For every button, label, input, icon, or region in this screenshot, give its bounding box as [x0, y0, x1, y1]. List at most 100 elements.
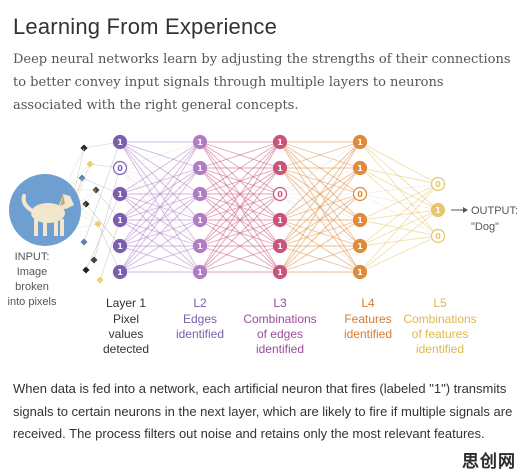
connection-line [119, 141, 201, 221]
neuron-node [112, 160, 128, 176]
connection-line [199, 245, 281, 273]
layer-description: of features [412, 327, 469, 341]
neuron-node [192, 264, 208, 280]
watermark: 思创网 [462, 452, 516, 472]
neuron-state: 1 [197, 164, 203, 173]
pixel-square [82, 266, 90, 274]
connection-line [279, 141, 361, 247]
layer-description: identified [344, 327, 392, 341]
neuron-node [112, 238, 128, 254]
neuron-node [112, 134, 128, 150]
connection-line [279, 245, 361, 273]
layer-description: Features [344, 312, 391, 326]
neuron-state: 1 [435, 206, 441, 215]
neuron-node [192, 134, 208, 150]
neuron-state: 1 [357, 242, 363, 251]
layer-description: Combinations [403, 312, 476, 326]
layer-labels: Layer 1PixelvaluesdetectedL2Edgesidentif… [103, 296, 477, 356]
connection-line [279, 141, 361, 169]
connection-line [359, 167, 439, 211]
caption-paragraph: When data is fed into a network, each ar… [13, 381, 513, 441]
neuron-state: 1 [117, 242, 123, 251]
neuron-state: 1 [197, 216, 203, 225]
neuron-state: 1 [277, 216, 283, 225]
neuron-node [272, 238, 288, 254]
dog-leg [60, 219, 64, 236]
pixel-line [85, 193, 121, 271]
neuron-node [352, 134, 368, 150]
neuron-state: 1 [117, 268, 123, 277]
layer-description: Edges [183, 312, 217, 326]
connection-line [359, 141, 439, 185]
neuron-state: 1 [277, 164, 283, 173]
dog-leg [54, 219, 58, 236]
connection-line [359, 167, 439, 185]
connection-line [279, 141, 361, 221]
layer-description: Combinations [243, 312, 316, 326]
pixel-inputs [63, 141, 121, 284]
layer-name: Layer 1 [106, 296, 146, 310]
connection-line [279, 141, 361, 195]
connection-line [119, 141, 201, 195]
neuron-node [192, 160, 208, 176]
neuron-state: 1 [277, 138, 283, 147]
connection-line [199, 141, 281, 221]
neuron-state: 1 [357, 164, 363, 173]
neuron-state: 1 [117, 138, 123, 147]
input-label-line: into pixels [8, 296, 57, 308]
neuron-state: 1 [357, 216, 363, 225]
neuron-node [192, 186, 208, 202]
dog-tail [21, 194, 33, 212]
layer-name: L3 [273, 296, 287, 310]
dog-ear [60, 194, 65, 206]
connection-lines [119, 141, 439, 273]
output-label: OUTPUT: [471, 205, 518, 217]
layer-description: of edges [257, 327, 303, 341]
neuron-node [352, 212, 368, 228]
pixel-square [96, 276, 104, 284]
neuron-state: 1 [197, 268, 203, 277]
neuron-state: 0 [117, 164, 123, 173]
neuron-state: 0 [277, 190, 283, 199]
layer-description: Pixel [113, 312, 139, 326]
connection-line [279, 219, 361, 273]
connection-line [359, 183, 439, 247]
input-label-line: Image [17, 266, 48, 278]
neuron-node [272, 212, 288, 228]
neuron-node [192, 212, 208, 228]
neuron-node [272, 160, 288, 176]
input-label-line: broken [15, 281, 49, 293]
neuron-node [272, 264, 288, 280]
neuron-state: 0 [435, 180, 441, 189]
connection-line [199, 141, 281, 169]
connection-line [199, 141, 281, 273]
neuron-state: 1 [197, 242, 203, 251]
neuron-node [272, 134, 288, 150]
pixel-square [90, 256, 98, 264]
layer-description: identified [416, 342, 464, 356]
dog-body [31, 203, 65, 223]
layer-description: values [109, 327, 144, 341]
connection-line [119, 245, 201, 273]
connection-line [199, 193, 281, 273]
connection-line [359, 183, 439, 221]
intro-paragraph: Deep neural networks learn by adjusting … [13, 52, 511, 113]
neuron-state: 1 [277, 268, 283, 277]
connection-line [199, 167, 281, 273]
neuron-node [352, 186, 368, 202]
connection-line [119, 141, 201, 169]
output-arrow [451, 207, 468, 213]
diagram-labels: OUTPUT: "Dog" INPUT: Image broken into p… [8, 205, 519, 308]
pixel-line [85, 203, 121, 247]
neuron-node [192, 238, 208, 254]
neuron-node [112, 264, 128, 280]
connection-line [359, 209, 439, 273]
connection-line [359, 183, 439, 195]
pixel-square [80, 238, 88, 246]
dog-leg [43, 219, 47, 236]
connection-line [359, 235, 439, 273]
neuron-state: 1 [357, 268, 363, 277]
connection-line [279, 193, 361, 273]
pixel-line [93, 167, 121, 261]
connection-line [119, 167, 201, 273]
